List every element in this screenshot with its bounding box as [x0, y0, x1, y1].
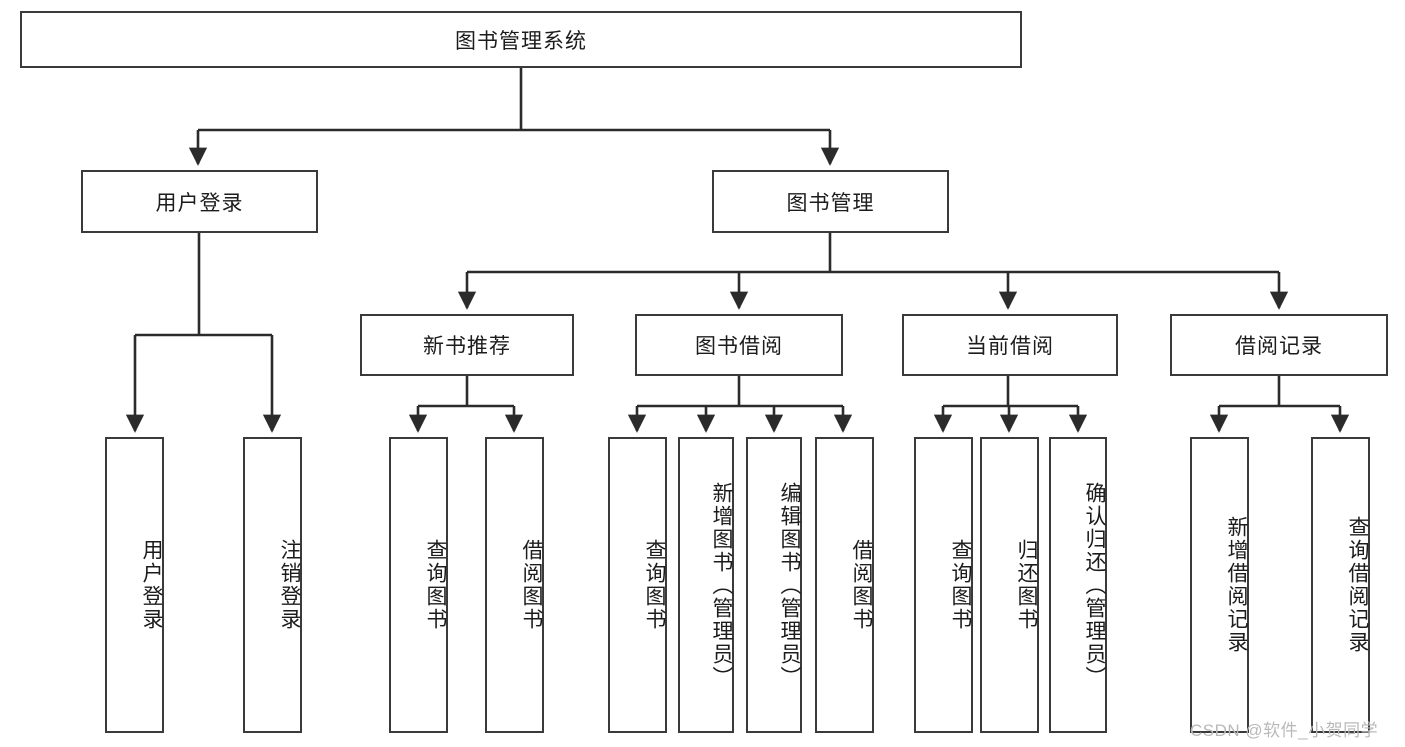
node-book-borrow[interactable]: 图书借阅 — [635, 314, 843, 376]
node-new-book-recommend-label: 新书推荐 — [423, 335, 511, 358]
leaf-query-book-2-label: 查询图书 — [643, 539, 666, 631]
leaf-edit-book-label: 编辑图书（管理员） — [778, 481, 801, 689]
node-borrow-record[interactable]: 借阅记录 — [1170, 314, 1388, 376]
watermark: CSDN @软件_小贺同学 — [1190, 716, 1378, 741]
leaf-add-book[interactable]: 新增图书（管理员） — [678, 437, 734, 733]
leaf-edit-book[interactable]: 编辑图书（管理员） — [746, 437, 802, 733]
node-new-book-recommend[interactable]: 新书推荐 — [360, 314, 574, 376]
node-user-login-label: 用户登录 — [155, 191, 244, 215]
leaf-user-logout-label: 注销登录 — [278, 539, 301, 631]
leaf-confirm-return-label: 确认归还（管理员） — [1083, 481, 1106, 689]
leaf-confirm-return[interactable]: 确认归还（管理员） — [1049, 437, 1107, 733]
leaf-add-book-label: 新增图书（管理员） — [710, 481, 733, 689]
watermark-text: CSDN @软件_小贺同学 — [1190, 721, 1379, 740]
node-root[interactable]: 图书管理系统 — [20, 11, 1022, 68]
leaf-query-record-label: 查询借阅记录 — [1346, 516, 1369, 654]
leaf-user-login-label: 用户登录 — [140, 539, 163, 631]
leaf-return-book[interactable]: 归还图书 — [980, 437, 1039, 733]
leaf-query-book-2[interactable]: 查询图书 — [608, 437, 667, 733]
node-root-label: 图书管理系统 — [455, 29, 587, 53]
node-book-borrow-label: 图书借阅 — [695, 335, 783, 358]
leaf-borrow-book-1[interactable]: 借阅图书 — [485, 437, 544, 733]
node-current-borrow[interactable]: 当前借阅 — [902, 314, 1118, 376]
leaf-user-login[interactable]: 用户登录 — [105, 437, 164, 733]
node-borrow-record-label: 借阅记录 — [1235, 335, 1323, 358]
leaf-borrow-book-2-label: 借阅图书 — [850, 539, 873, 631]
leaf-query-record[interactable]: 查询借阅记录 — [1311, 437, 1370, 733]
node-book-manage-label: 图书管理 — [786, 191, 875, 215]
leaf-user-logout[interactable]: 注销登录 — [243, 437, 302, 733]
leaf-borrow-book-2[interactable]: 借阅图书 — [815, 437, 874, 733]
leaf-query-book-3[interactable]: 查询图书 — [914, 437, 973, 733]
leaf-query-book-1[interactable]: 查询图书 — [389, 437, 448, 733]
leaf-borrow-book-1-label: 借阅图书 — [520, 539, 543, 631]
node-current-borrow-label: 当前借阅 — [966, 335, 1054, 358]
node-user-login[interactable]: 用户登录 — [81, 170, 318, 233]
leaf-return-book-label: 归还图书 — [1015, 539, 1038, 631]
leaf-query-book-1-label: 查询图书 — [424, 539, 447, 631]
leaf-add-record-label: 新增借阅记录 — [1225, 516, 1248, 654]
leaf-query-book-3-label: 查询图书 — [949, 539, 972, 631]
node-book-manage[interactable]: 图书管理 — [712, 170, 949, 233]
leaf-add-record[interactable]: 新增借阅记录 — [1190, 437, 1249, 733]
